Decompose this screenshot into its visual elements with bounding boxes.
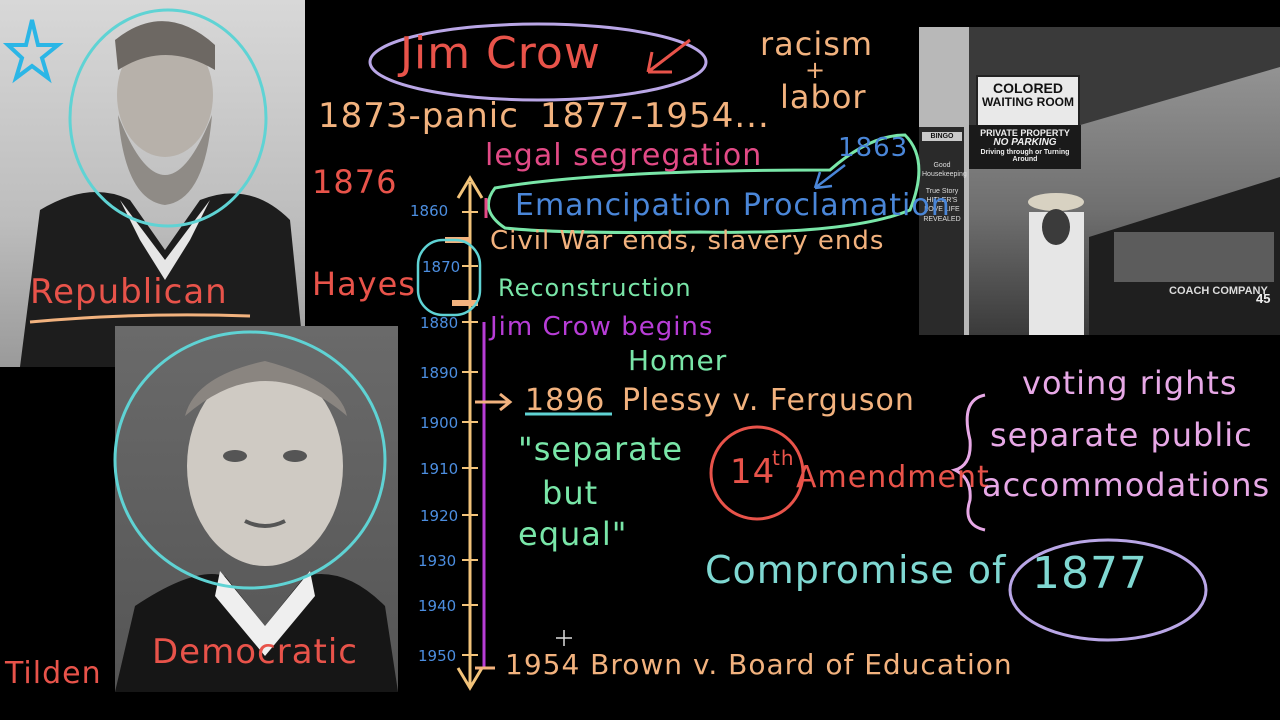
tick-1910: 1910 xyxy=(420,460,459,478)
star-icon xyxy=(2,19,64,84)
jim-crow-outline xyxy=(368,22,708,102)
sign-line-2: WAITING ROOM xyxy=(982,94,1074,109)
event-reconstruction: Reconstruction xyxy=(498,274,692,302)
private-property-sign: PRIVATE PROPERTY NO PARKING Driving thro… xyxy=(969,125,1081,169)
magazine-bingo: BINGO xyxy=(922,132,962,142)
note-1876: 1876 xyxy=(312,163,398,201)
sign-line-1: COLORED xyxy=(993,80,1063,96)
tick-1880: 1880 xyxy=(420,314,459,332)
magazine-5: LOVE LIFE xyxy=(924,206,960,214)
event-emancipation: Emancipation Proclamation xyxy=(515,188,951,223)
event-plessy-year: 1896 xyxy=(525,383,606,418)
compromise-1877-circle xyxy=(1008,538,1208,642)
note-voting-rights: voting rights xyxy=(1022,364,1238,402)
cursor-crosshair-icon xyxy=(556,630,572,646)
sign-line-4: NO PARKING xyxy=(993,137,1057,149)
tilden-circle xyxy=(113,330,387,590)
note-fourteenth: 14 xyxy=(730,452,776,492)
tick-1890: 1890 xyxy=(420,364,459,382)
arrow-1863 xyxy=(813,164,846,190)
tick-1900: 1900 xyxy=(420,414,459,432)
note-republican: Republican xyxy=(30,272,228,312)
note-separate-public: separate public xyxy=(990,416,1253,454)
amendment-brace xyxy=(950,393,986,532)
reconstruction-circle xyxy=(416,238,482,317)
magazine-2: Housekeeping xyxy=(922,171,967,179)
tick-1870: 1870 xyxy=(422,258,461,276)
colored-waiting-room-photo: COLORED WAITING ROOM PRIVATE PROPERTY NO… xyxy=(919,27,1280,335)
note-democratic: Democratic xyxy=(152,632,358,672)
title-jim-crow: Jim Crow xyxy=(400,28,601,79)
event-homer: Homer xyxy=(628,344,728,377)
magazine-3: True Story xyxy=(925,188,959,196)
tick-1860: 1860 xyxy=(410,202,449,220)
tick-1940: 1940 xyxy=(418,597,457,615)
jim-crow-arrow xyxy=(646,38,691,74)
republican-underline xyxy=(29,313,251,324)
note-range: 1877-1954... xyxy=(540,96,770,136)
timeline-ticks xyxy=(462,211,478,656)
emancipation-outline xyxy=(486,133,921,234)
sign-line-3: PRIVATE PROPERTY xyxy=(980,128,1070,138)
plessy-arrow xyxy=(475,392,513,412)
hayes-figure xyxy=(20,21,305,367)
magazine-1: Good xyxy=(933,162,951,170)
note-labor: labor xyxy=(780,78,867,116)
note-fourteenth-th: th xyxy=(772,446,795,470)
note-hayes: Hayes xyxy=(312,265,416,303)
note-compromise: Compromise of xyxy=(705,548,1007,592)
tilden-portrait xyxy=(115,326,398,692)
hayes-portrait xyxy=(0,0,305,367)
event-jim-crow-begins: Jim Crow begins xyxy=(490,312,714,342)
event-1863: 1863 xyxy=(838,133,909,163)
magazine-rack: BINGO Good Housekeeping True Story HITLE… xyxy=(922,132,967,302)
note-racism: racism xyxy=(760,25,874,63)
note-separate-3: equal" xyxy=(518,515,628,553)
note-compromise-year: 1877 xyxy=(1032,548,1148,599)
note-separate-2: but xyxy=(542,474,599,512)
magazine-6: REVEALED xyxy=(923,215,961,223)
hayes-circle xyxy=(68,8,268,228)
timeline-bottom-arrow xyxy=(456,667,484,691)
sign-line-5: Driving through or Turning Around xyxy=(980,148,1070,164)
bus-number: 45 xyxy=(1256,291,1271,306)
note-separate-1: "separate xyxy=(518,430,683,468)
fourteenth-circle xyxy=(709,425,805,521)
tick-1950: 1950 xyxy=(418,647,457,665)
tick-1930: 1930 xyxy=(418,552,457,570)
tilden-figure xyxy=(115,361,398,692)
note-legal-segregation: legal segregation xyxy=(485,138,763,173)
colored-sign: COLORED WAITING ROOM xyxy=(976,75,1080,129)
note-accommodations: accommodations xyxy=(982,466,1271,504)
magazine-4: HITLER'S xyxy=(926,197,958,205)
note-plus: + xyxy=(805,56,827,84)
event-civil-war: Civil War ends, slavery ends xyxy=(490,226,885,256)
bus-company-text: COACH COMPANY xyxy=(1169,285,1268,297)
note-tilden: Tilden xyxy=(5,656,102,691)
event-brown: 1954 Brown v. Board of Education xyxy=(505,648,1013,681)
note-panic: 1873-panic xyxy=(318,96,519,136)
timeline-top-arrow xyxy=(456,175,484,199)
event-plessy: Plessy v. Ferguson xyxy=(622,383,915,418)
tick-1920: 1920 xyxy=(420,507,459,525)
note-amendment: Amendment xyxy=(796,460,990,495)
